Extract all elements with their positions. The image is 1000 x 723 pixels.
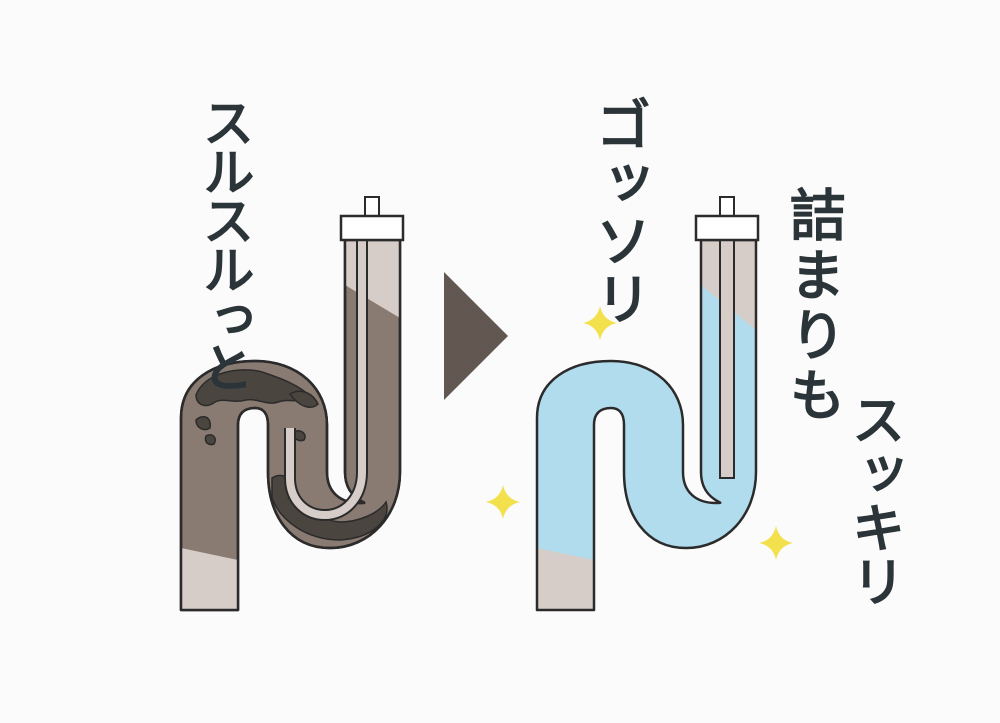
- clean-pipe: [535, 238, 758, 612]
- pipe-cleaner-tool-icon: [339, 196, 405, 242]
- grime: [195, 369, 388, 541]
- dirty-pipe: [179, 238, 402, 612]
- caption-after-top: ゴッソリ: [586, 96, 651, 328]
- sparkle-icon: [583, 306, 617, 340]
- caption-after-line2: スッキリ: [842, 392, 905, 608]
- caption-after-line1: 詰まりも: [780, 186, 845, 426]
- arrow-right-icon: [444, 272, 508, 400]
- pipe-cleaner-tool-icon: [694, 196, 760, 242]
- sparkle-icon: [486, 485, 520, 519]
- caption-before: スルスルっと: [193, 96, 253, 390]
- sparkle-icon: [759, 526, 793, 560]
